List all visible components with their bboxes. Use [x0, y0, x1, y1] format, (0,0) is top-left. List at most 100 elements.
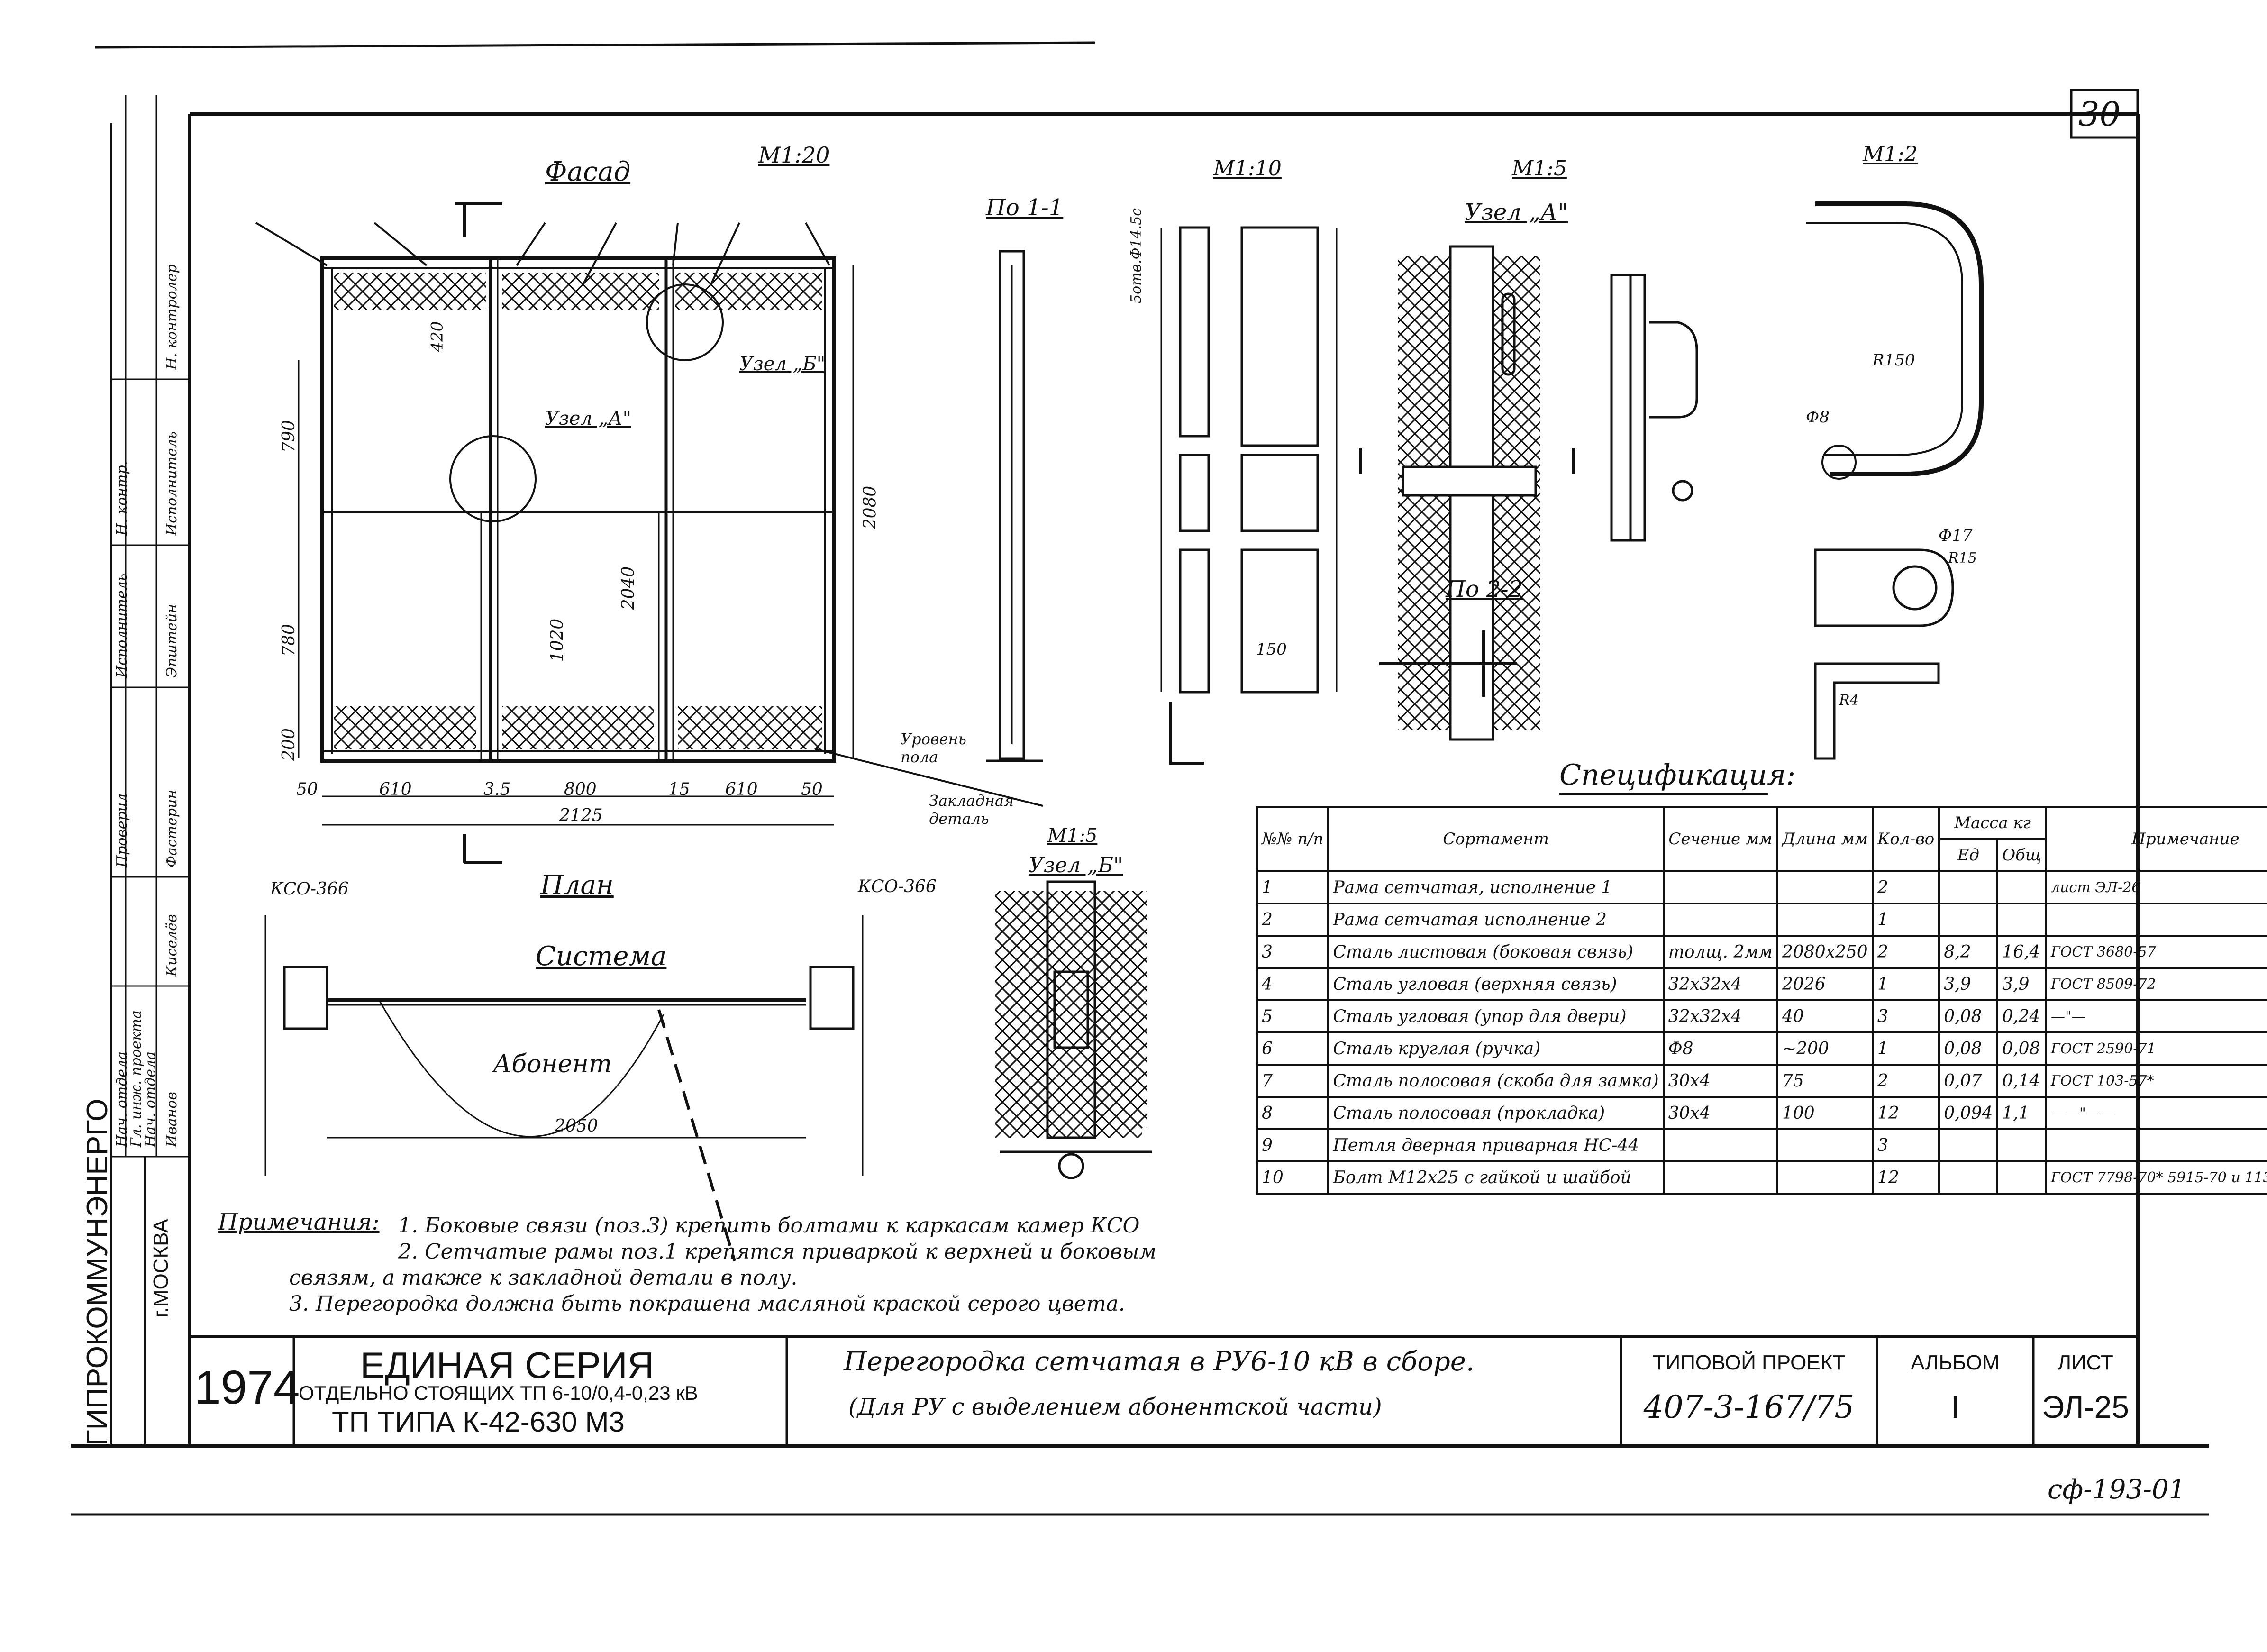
spec-col-total: Общ	[1996, 838, 2047, 872]
spec-cell-name: Сталь угловая (упор для двери)	[1327, 999, 1665, 1033]
spec-table: №№ п/п Сортамент Сечение мм Длина мм Кол…	[1256, 806, 2267, 1195]
spec-cell-unit	[1938, 903, 1999, 937]
spec-cell-note: ——"——	[2045, 1096, 2267, 1130]
spec-cell-unit	[1938, 1128, 1999, 1162]
side-name-2: Киселёв	[164, 914, 180, 977]
dim-15: 15	[668, 780, 690, 799]
spec-cell-qty: 12	[1872, 1160, 1940, 1195]
facade-scale: М1:20	[758, 142, 830, 168]
spec-cell-section: 32х32х4	[1662, 967, 1779, 1001]
spec-cell-length	[1776, 903, 1874, 937]
spec-cell-total: 0,24	[1996, 999, 2047, 1033]
spec-cell-unit	[1938, 870, 1999, 904]
spec-cell-length: 75	[1776, 1064, 1874, 1098]
dim-780: 780	[279, 624, 299, 657]
spec-cell-name: Сталь полосовая (прокладка)	[1327, 1096, 1665, 1130]
spec-cell-total: 16,4	[1996, 935, 2047, 969]
spec-cell-length	[1776, 1160, 1874, 1195]
spec-cell-total: 0,14	[1996, 1064, 2047, 1098]
handle-side	[1610, 274, 1698, 542]
spec-cell-unit: 0,08	[1938, 999, 1999, 1033]
spec-cell-qty: 3	[1872, 1128, 1940, 1162]
album-number: I	[1950, 1389, 1960, 1424]
section-1-1	[986, 250, 1043, 762]
spec-cell-note: —"—	[2045, 999, 2267, 1033]
side-role-5: Исполнитель	[114, 573, 130, 678]
dim-420: 420	[428, 321, 447, 352]
note-3: 3. Перегородка должна быть покрашена мас…	[289, 1292, 1125, 1316]
dim-R150: R150	[1872, 351, 1915, 370]
dim-50a: 50	[296, 780, 318, 799]
notes-label: Примечания:	[218, 1209, 380, 1235]
spec-cell-qty: 2	[1872, 870, 1940, 904]
dim-200: 200	[279, 728, 299, 761]
spec-cell-note: ГОСТ 103-57*	[2045, 1064, 2267, 1098]
bracket-pos7	[1814, 548, 1954, 760]
section-1-1-title: По 1-1	[986, 194, 1064, 221]
spec-cell-note: ГОСТ 8509-72	[2045, 967, 2267, 1001]
spec-col-mass: Масса кг	[1938, 806, 2047, 840]
spec-cell-unit: 3,9	[1938, 967, 1999, 1001]
node-a-detail	[1359, 245, 1575, 741]
spec-cell-note	[2045, 1128, 2267, 1162]
dim-2080: 2080	[860, 485, 880, 529]
spec-cell-section: 30х4	[1662, 1096, 1779, 1130]
spec-cell-section	[1662, 1160, 1779, 1195]
sheet-frame	[71, 41, 2209, 1516]
spec-cell-no: 3	[1256, 935, 1329, 969]
side-role-6: Н. контр.	[114, 460, 130, 536]
note-2b: связям, а также к закладной детали в пол…	[289, 1266, 798, 1290]
album-label: АЛЬБОМ	[1911, 1351, 2000, 1374]
dim-150: 150	[1256, 640, 1287, 659]
spec-cell-unit: 8,2	[1938, 935, 1999, 969]
scale-m1-5-b: М1:5	[1047, 825, 1098, 847]
scale-m1-10: М1:10	[1213, 156, 1282, 181]
spec-cell-qty: 3	[1872, 999, 1940, 1033]
spec-cell-length: ~200	[1776, 1031, 1874, 1066]
scale-m1-2: М1:2	[1863, 142, 1918, 166]
system-label: Система	[536, 941, 667, 972]
spec-cell-name: Рама сетчатая, исполнение 1	[1327, 870, 1665, 904]
series-subtitle: ОТДЕЛЬНО СТОЯЩИХ ТП 6-10/0,4-0,23 кВ	[299, 1382, 698, 1404]
spec-cell-note: ГОСТ 7798-70* 5915-70 и 11371-68*	[2045, 1160, 2267, 1195]
section-2-2-title: По 2-2	[1446, 576, 1523, 602]
spec-cell-unit	[1938, 1160, 1999, 1195]
spec-cell-length	[1776, 1128, 1874, 1162]
dim-1020: 1020	[547, 618, 567, 662]
bolts-note: 5отв.Ф14.5с	[1128, 208, 1145, 303]
spec-cell-length: 100	[1776, 1096, 1874, 1130]
spec-cell-qty: 1	[1872, 903, 1940, 937]
spec-cell-note: ГОСТ 2590-71	[2045, 1031, 2267, 1066]
dim-R4: R4	[1839, 692, 1859, 709]
dim-790: 790	[279, 420, 299, 453]
plan-view	[264, 915, 864, 1261]
dim-F17: Ф17	[1939, 526, 1973, 545]
spec-cell-name: Сталь круглая (ручка)	[1327, 1031, 1665, 1066]
spec-cell-length	[1776, 870, 1874, 904]
side-role-4: Проверил	[114, 793, 130, 867]
spec-cell-name: Сталь листовая (боковая связь)	[1327, 935, 1665, 969]
spec-cell-length: 2080х250	[1776, 935, 1874, 969]
section-2-2	[1379, 630, 1517, 697]
spec-cell-unit: 0,08	[1938, 1031, 1999, 1066]
dim-35: 3.5	[483, 780, 511, 799]
facade-title: Фасад	[545, 156, 631, 187]
spec-cell-qty: 1	[1872, 1031, 1940, 1066]
spec-title: Спецификация:	[1559, 758, 1796, 792]
sheet-number: ЭЛ-25	[2042, 1389, 2129, 1424]
kso-right-label: КСО-366	[858, 877, 937, 896]
spec-col-unit: Ед	[1938, 838, 1999, 872]
spec-cell-qty: 2	[1872, 935, 1940, 969]
project-number: 407-3-167/75	[1643, 1389, 1855, 1425]
facade-view	[320, 256, 836, 763]
title-year: 1974	[194, 1361, 300, 1414]
spec-cell-name: Рама сетчатая исполнение 2	[1327, 903, 1665, 937]
